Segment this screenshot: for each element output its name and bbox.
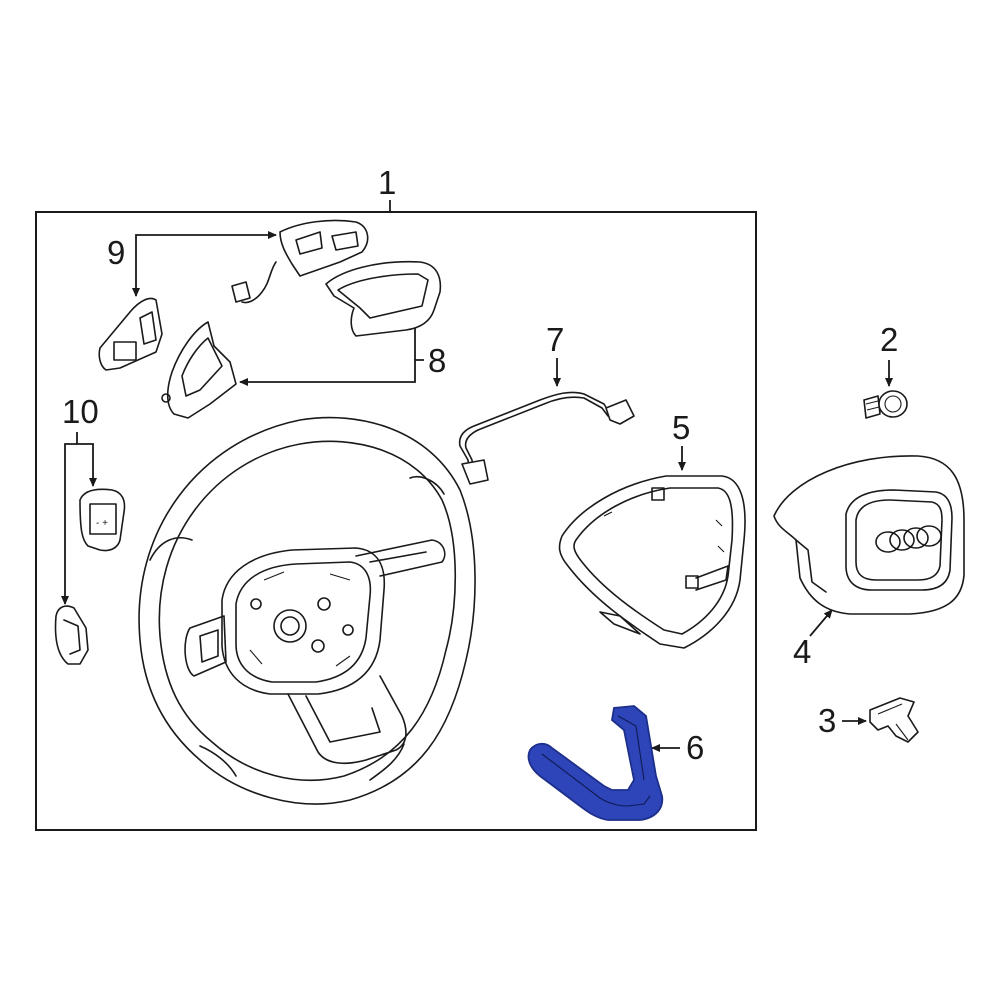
callout-4[interactable]: 4: [793, 633, 811, 670]
switch-part-10-upper[interactable]: - +: [79, 488, 126, 552]
callout-3[interactable]: 3: [818, 702, 836, 739]
callout-8[interactable]: 8: [428, 342, 446, 379]
leader-4: [809, 609, 833, 637]
wire-harness-part-7[interactable]: [458, 391, 635, 485]
callout-6[interactable]: 6: [686, 729, 704, 766]
callout-10[interactable]: 10: [62, 393, 99, 430]
airbag-module-part-4[interactable]: [773, 455, 965, 615]
lower-trim-part-6[interactable]: [527, 705, 664, 821]
svg-text:- +: - +: [96, 518, 108, 529]
switch-carrier-left-part-8[interactable]: [161, 321, 237, 419]
switch-pad-left-part-9[interactable]: [98, 297, 163, 371]
clip-part-3[interactable]: [869, 697, 919, 743]
callout-5[interactable]: 5: [672, 409, 690, 446]
switch-part-10-lower[interactable]: [54, 605, 89, 665]
callout-7[interactable]: 7: [546, 321, 564, 358]
steering-wheel[interactable]: [138, 416, 476, 805]
leader-10: [61, 432, 97, 605]
switch-carrier-right-part-8[interactable]: [325, 260, 442, 337]
callout-9[interactable]: 9: [107, 234, 125, 271]
bolt-part-2[interactable]: [863, 390, 908, 419]
callout-2[interactable]: 2: [880, 321, 898, 358]
trim-cover-part-5[interactable]: [558, 475, 746, 649]
leader-9: [132, 231, 277, 297]
audi-rings-logo: [875, 525, 942, 553]
switch-assembly-top-part-9[interactable]: [231, 219, 369, 304]
callout-1[interactable]: 1: [378, 164, 396, 201]
